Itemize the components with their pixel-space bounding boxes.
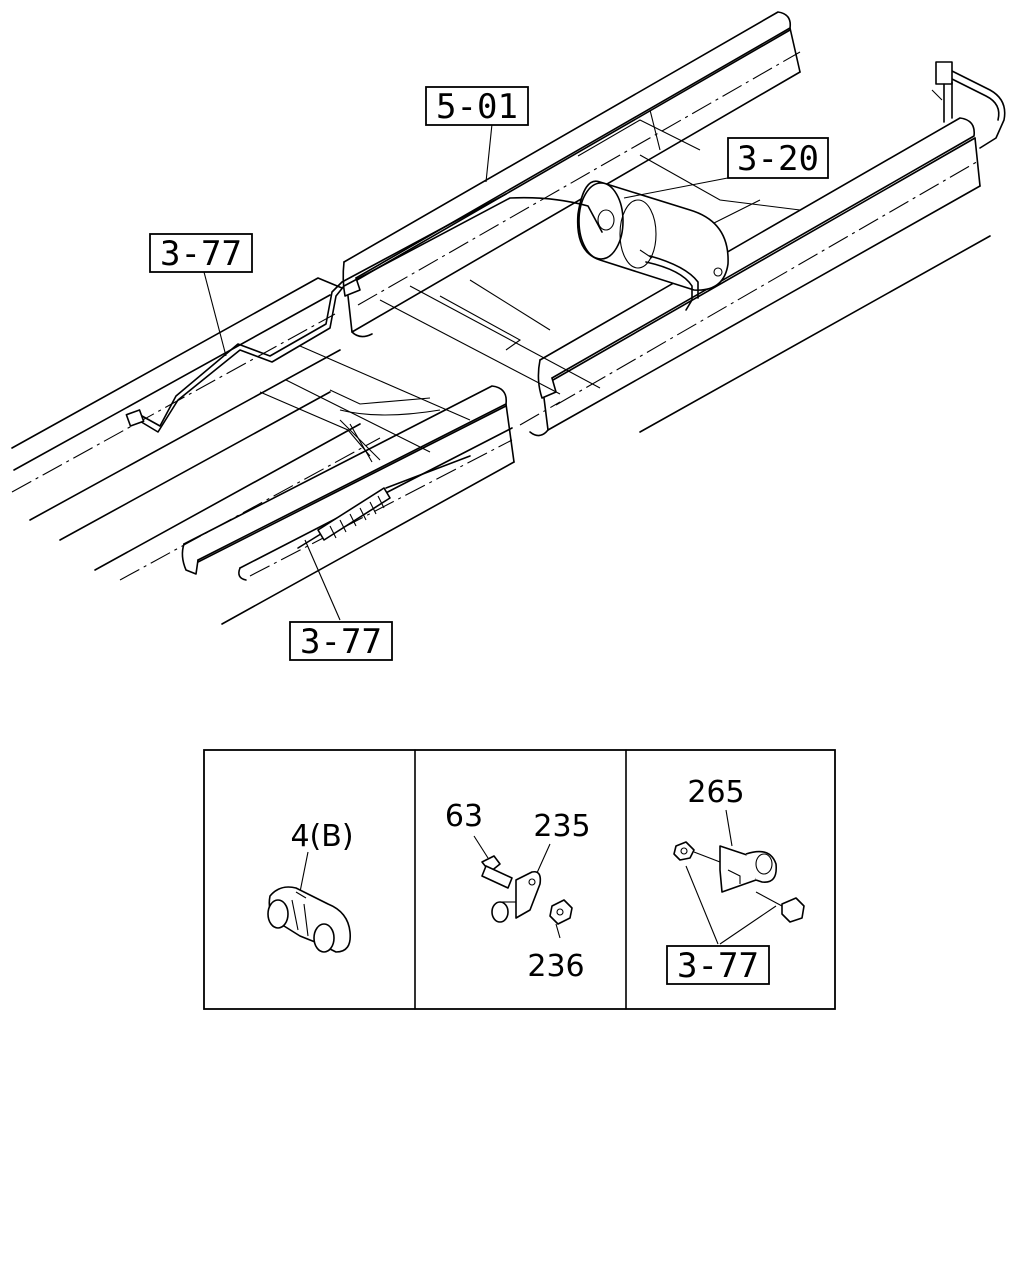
detail-panel-clip: 4(B)	[267, 819, 354, 953]
callout-5-01-text: 5-01	[436, 87, 518, 127]
callout-leaders	[203, 123, 739, 621]
callout-3-20-text: 3-20	[737, 139, 819, 179]
callout-3-77-upper: 3-77	[149, 233, 253, 274]
part-label-265: 265	[687, 775, 744, 810]
parking-cable	[297, 455, 471, 549]
brake-pipe	[125, 61, 1006, 433]
upper-frame-rail	[342, 11, 801, 338]
detail-panel-mount: 265 3-77	[666, 775, 805, 986]
air-tank	[576, 180, 729, 291]
callout-3-77-lower-text: 3-77	[300, 622, 382, 662]
lower-frame-rail	[181, 385, 515, 625]
right-frame-rail	[519, 117, 991, 437]
callout-3-77-upper-text: 3-77	[160, 234, 242, 274]
callout-3-20: 3-20	[727, 137, 829, 179]
part-label-236: 236	[527, 949, 584, 984]
part-label-4b: 4(B)	[290, 819, 353, 854]
detail-panel-bracket: 63 235 236	[445, 799, 591, 984]
detail-panels	[203, 749, 836, 1010]
callout-5-01: 5-01	[425, 86, 529, 127]
callout-3-77-lower: 3-77	[289, 621, 393, 662]
part-label-3-77: 3-77	[677, 946, 759, 986]
part-label-63: 63	[445, 799, 483, 834]
part-label-235: 235	[533, 809, 590, 844]
cross-members	[259, 109, 801, 463]
left-frame-rail	[11, 277, 381, 581]
